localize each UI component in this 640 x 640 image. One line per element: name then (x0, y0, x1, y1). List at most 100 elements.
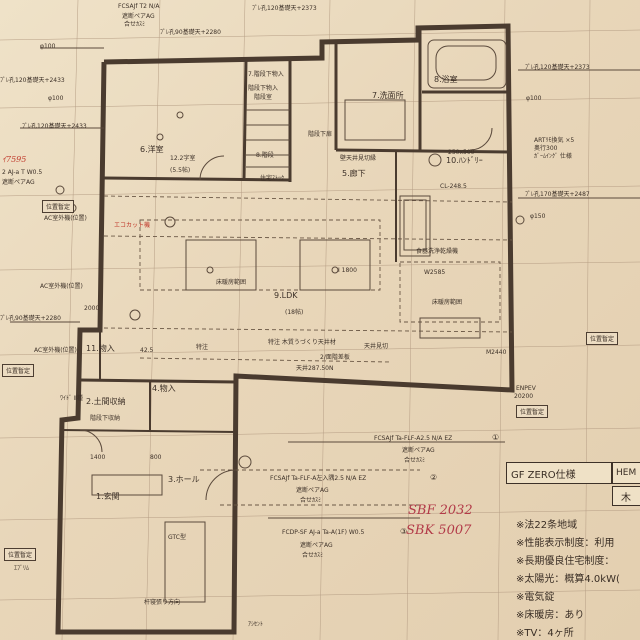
handwritten-line-2: SBK 5007 (406, 523, 472, 538)
spec-item-4: ※太陽光：概算4.0kW( (516, 574, 620, 585)
label-floor-heat: 床暖房範囲 (216, 279, 247, 286)
label-ac-left-3: AC室外機(位置) (34, 347, 77, 354)
note-frame-right: 合せｶｽﾐ (404, 457, 426, 464)
room-stair-hall: 階段室 (254, 94, 273, 101)
note-fcs-mid: FCSAJf Ta-FLF-A左入隅2.5 N/A EZ (270, 475, 367, 482)
label-art: ARTﾘﾓ換気 ×5 (534, 137, 575, 144)
note-shading-right: 遮断ペアAG (402, 447, 435, 454)
tag-position-1: 位置暫定 (586, 332, 619, 345)
interior-walls (61, 30, 511, 433)
room-earth-storage: 2.土間収納 (86, 397, 126, 406)
note-phi150: φ150 (530, 213, 546, 220)
label-kaidan-hikido-2: 階段下物入 (248, 85, 279, 92)
tag-position-2: 位置暫定 (516, 405, 549, 418)
label-wall-note: 壁天井見切縁 (340, 155, 377, 162)
spec-item-7: ※TV：4ヶ所 (516, 628, 574, 639)
note-ref-left: ｲ7595 (2, 155, 27, 164)
spec-hem: HEM (612, 462, 640, 484)
note-phi100-left: φ100 (48, 95, 64, 102)
note-pipe-120-left: ﾌﾟﾚ孔120基礎天+2433 (0, 77, 65, 84)
note-shading-left: 遮断ペアAG (2, 179, 35, 186)
label-ac-left-1: AC室外機(位置) (44, 215, 87, 222)
label-hand-dir: 杆寝張り方向 (144, 599, 181, 606)
label-w2585: W2585 (424, 269, 446, 276)
spec-item-3: ※長期優良住宅制度： (516, 556, 615, 567)
room-stair: 8.階段 (256, 152, 274, 159)
room-storage-ldk: 住宅ｽﾄｯｸ (260, 175, 285, 182)
note-frame-top: 合せｶｽﾐ (124, 21, 146, 28)
note-fcs-right: FCSAJf Ta-FLF-A2.5 N/A EZ (374, 435, 453, 442)
room-storage1: 11.物入 (86, 344, 115, 353)
exterior-walls (55, 23, 515, 635)
label-2000: 2000 (84, 305, 100, 312)
label-ac-left-2: AC室外機(位置) (40, 283, 83, 290)
room-handrail: 10.ﾊﾝﾄﾞﾘｰ (446, 156, 483, 165)
note-pipe-90-left: ﾌﾟﾚ孔90基礎天+2280 (0, 315, 61, 322)
label-1400: 1400 (90, 454, 106, 461)
note-fcs-right-num: ① (492, 433, 500, 442)
label-m2440: M2440 (486, 349, 507, 356)
spec-item-6: ※床暖房：あり (516, 610, 585, 621)
room-bedroom-size: 12.2字室 (170, 155, 196, 162)
room-ldk: 9.LDK (274, 291, 298, 300)
label-w250: 250x500 (448, 149, 475, 156)
label-enpev: ENPEV (516, 385, 536, 392)
note-fcs-mid-num: ② (430, 473, 438, 482)
note-fcs-top: FCSAJf T2 N/A (118, 3, 160, 10)
label-wood-beam: 特注 木質うづくり天井材 (268, 339, 336, 346)
spec-item-1: ※法22条地域 (516, 520, 578, 531)
label-42: 42.5 (140, 347, 154, 354)
spec-item-2: ※性能表示制度：利用 (516, 538, 615, 549)
note-pipe-90-top: ﾌﾟﾚ孔90基礎天+2280 (160, 29, 221, 36)
label-rack: 2/面階差板 (320, 354, 350, 361)
spec-header: GF ZERO仕様 (506, 462, 612, 484)
note-aj-left: 2 AJ-a T W0.5 (2, 169, 43, 176)
label-cl: CL-248.5 (440, 183, 467, 190)
room-stair-storage: 7.階段下物入 (248, 71, 284, 78)
room-hall: 3.ホール (168, 475, 200, 484)
room-bedroom: 6.洋室 (140, 145, 164, 154)
label-eco-cute: エコカット機 (114, 222, 151, 229)
room-ldk-mats: (18帖) (285, 309, 304, 316)
note-pipe-120-left-2: ﾌﾟﾚ孔120基礎天+2433 (22, 123, 87, 130)
fixtures (55, 39, 525, 603)
room-bedroom-mats: (5.5帖) (170, 167, 191, 174)
room-hall2: 5.廊下 (342, 169, 366, 178)
room-stair-under: 階段下収納 (90, 415, 121, 422)
room-storage2: 4.物入 (152, 384, 176, 393)
handwritten-line-1: SBF 2032 (408, 503, 473, 518)
note-shading-top: 遮断ペアAG (122, 13, 155, 20)
room-entrance: 1.玄関 (96, 492, 120, 501)
label-gtc: GTC型 (168, 534, 186, 541)
label-art3: ｶﾞｰﾑｲﾝｸﾞ 仕様 (534, 153, 572, 160)
room-bath: 8.浴室 (434, 75, 458, 84)
label-asc: ｱｼｾﾝﾄ (248, 621, 264, 628)
label-i1800: I 1800 (338, 267, 357, 274)
spec-wood: 木 (612, 486, 640, 506)
label-art2: 奥行300 (534, 145, 558, 152)
label-hikido: 特注 (196, 344, 209, 351)
note-frame-mid: 合せｶｽﾐ (300, 497, 322, 504)
tag-position-3: 位置暫定 (2, 364, 35, 377)
spec-item-5: ※電気錠 (516, 592, 555, 603)
note-phi100-right: φ100 (526, 95, 542, 102)
note-fcdp-num: ③ (400, 527, 408, 536)
label-wide: ﾜｲﾄﾞ Ⅱ種 (60, 395, 83, 402)
room-washroom: 7.洗面所 (372, 91, 404, 100)
label-kitchen: 食器洗浄乾燥機 (416, 248, 459, 255)
label-20200: 20200 (514, 393, 534, 400)
note-frame-bottom: 合せｶｽﾐ (302, 552, 324, 559)
tag-position-5: 位置暫定 (42, 200, 75, 213)
note-shading-mid: 遮断ペアAG (296, 487, 329, 494)
note-pipe-170-right: ﾌﾟﾚ孔170基礎天+2487 (525, 191, 590, 198)
note-shading-bottom: 遮断ペアAG (300, 542, 333, 549)
dashed-ranges (103, 195, 513, 506)
label-ceiling-edge: 天井見切 (364, 343, 389, 350)
note-pipe-120-top: ﾌﾟﾚ孔120基礎天+2373 (252, 5, 317, 12)
dimension-lines (10, 47, 640, 519)
label-floor-heat-2: 床暖房範囲 (432, 299, 463, 306)
label-tenjo: 天井287.50N (296, 365, 334, 372)
label-ef: ｴﾌﾞﾘﾑ (14, 565, 30, 572)
note-phi100-top: φ100 (40, 43, 56, 50)
